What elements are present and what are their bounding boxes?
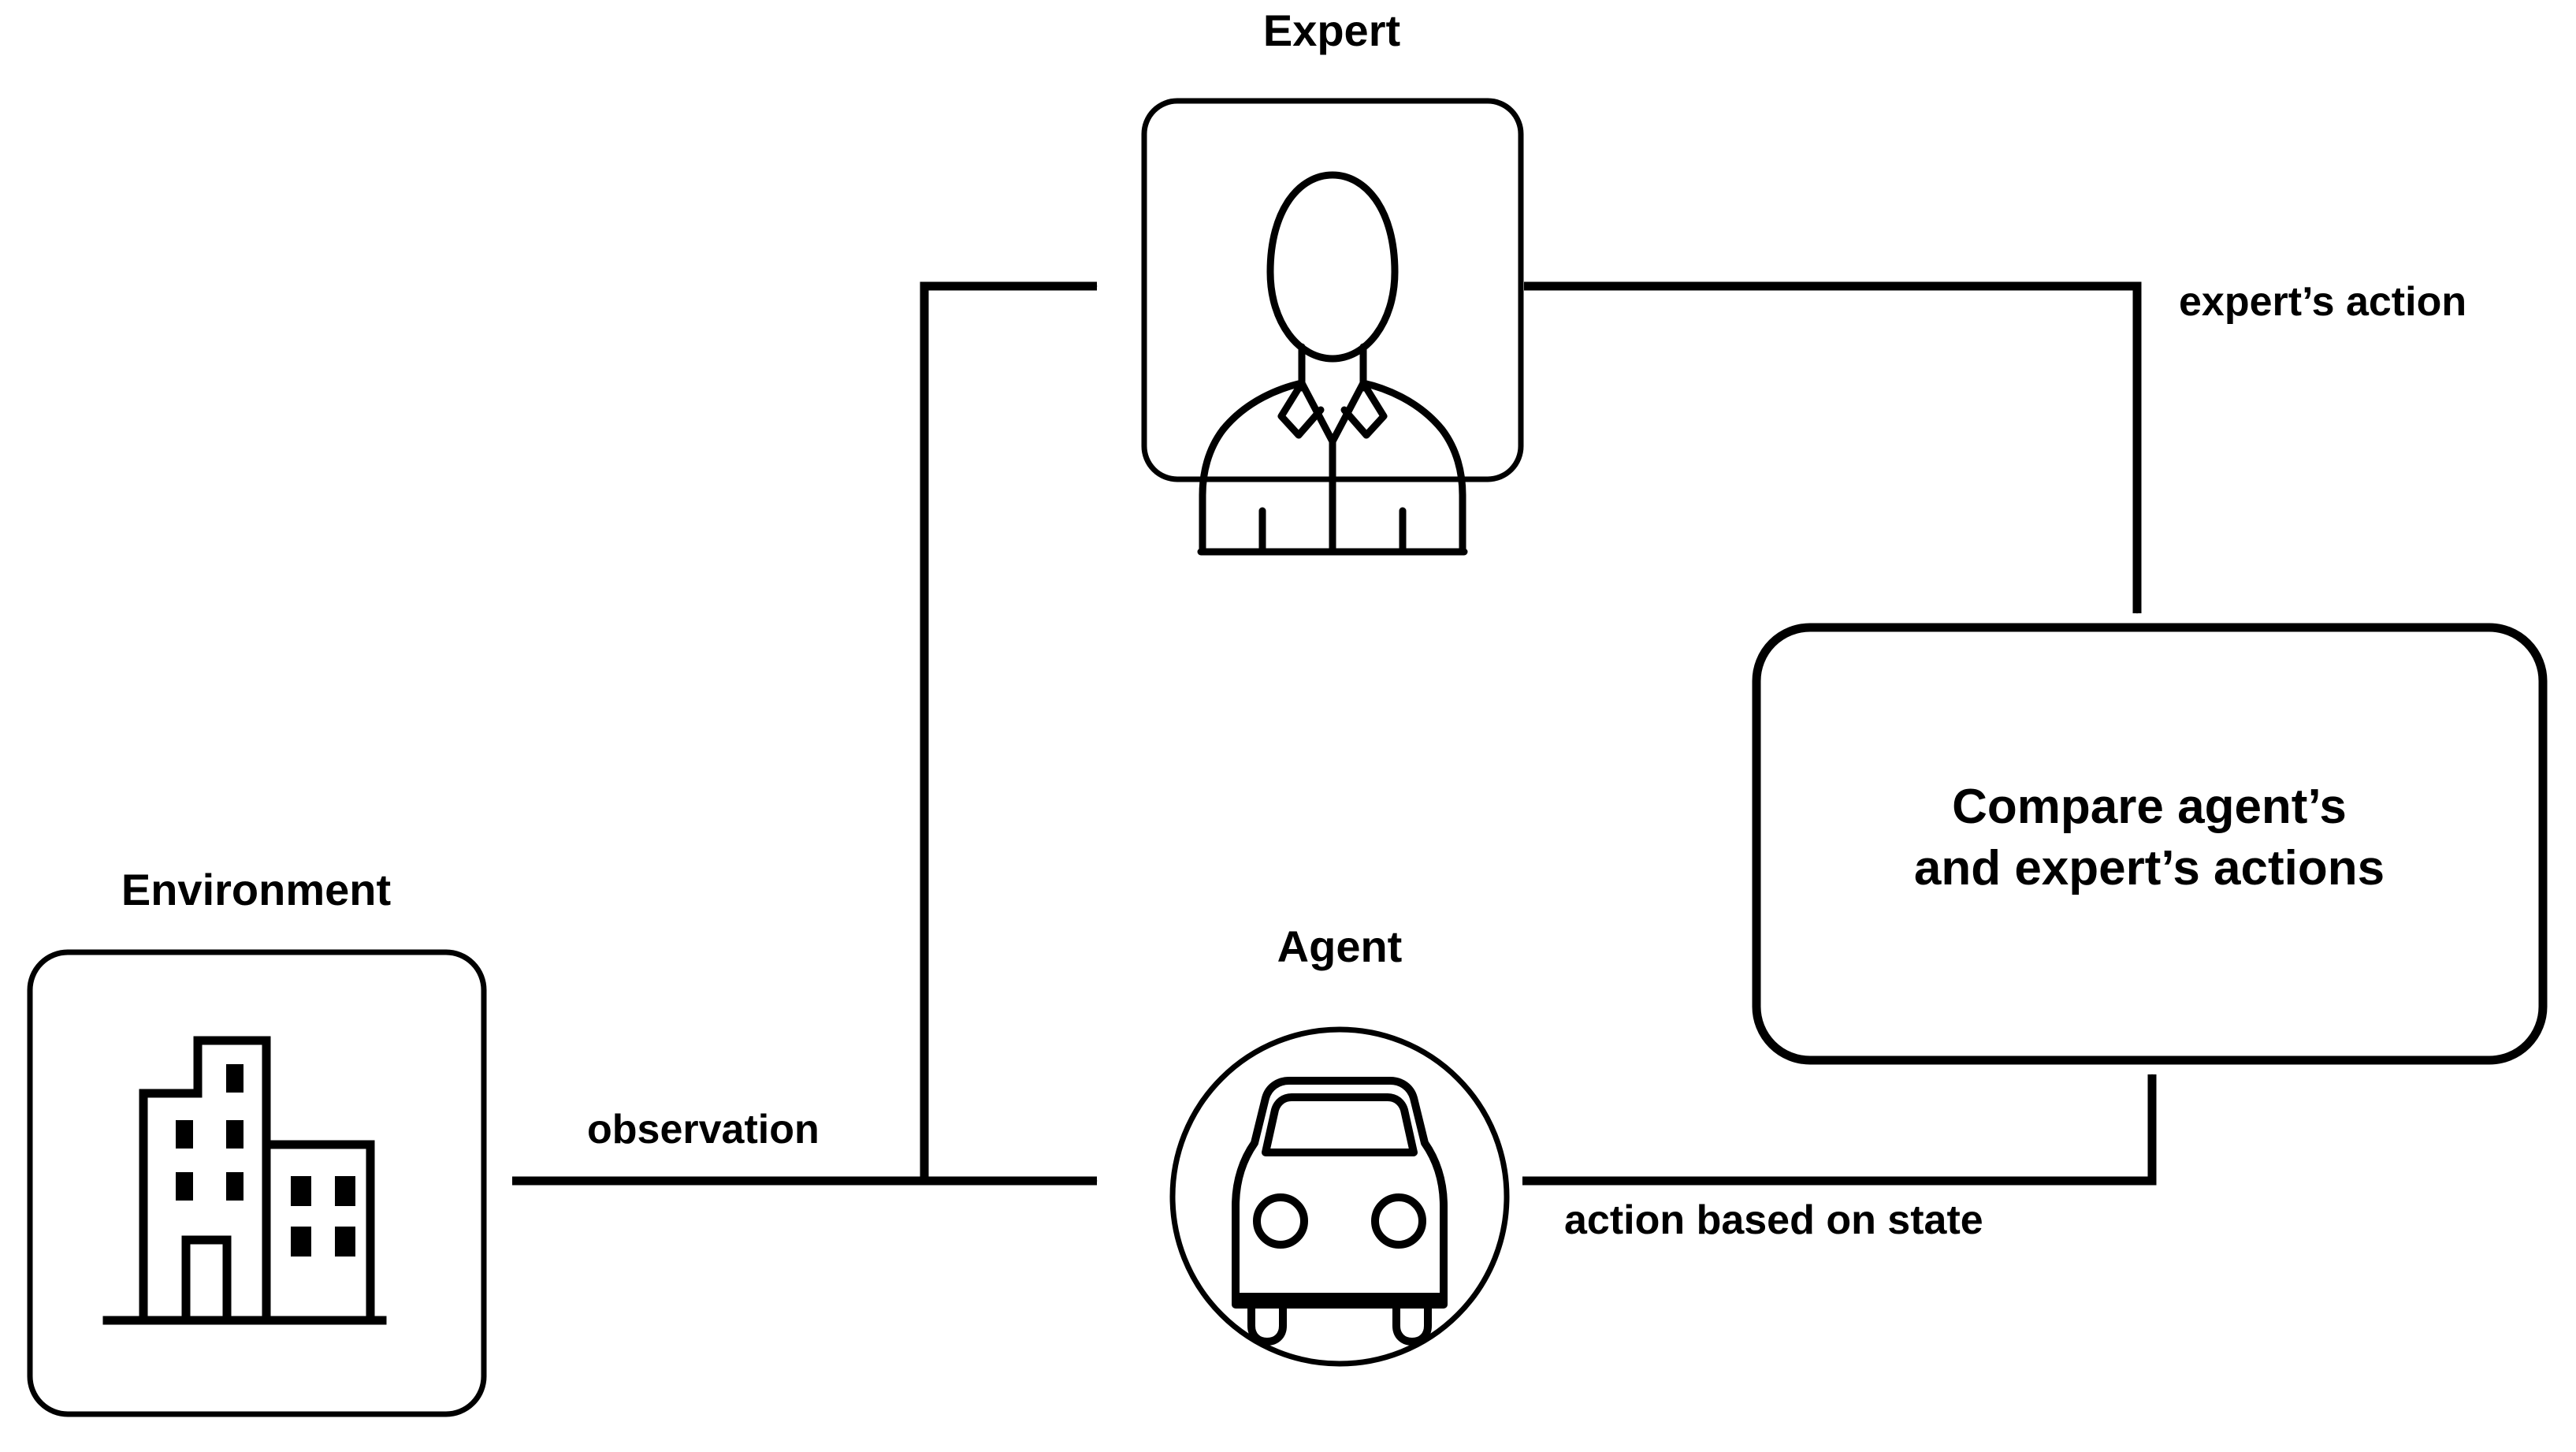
building-icon xyxy=(102,1036,387,1325)
edge-label-expert-action: expert’s action xyxy=(2179,279,2467,325)
edge-label-agent-action: action based on state xyxy=(1564,1197,1983,1243)
agent-node-label: Agent xyxy=(1277,921,1403,971)
edge-expert-action xyxy=(1524,281,2142,614)
person-icon xyxy=(1197,171,1468,556)
building-windows xyxy=(176,1064,355,1257)
expert-node-label: Expert xyxy=(1262,6,1401,55)
compare-box[interactable] xyxy=(1752,623,2548,1065)
compare-node[interactable] xyxy=(1752,623,2548,1065)
expert-node[interactable] xyxy=(1141,98,1524,556)
edge-observation-to-expert xyxy=(920,281,1098,1181)
environment-box[interactable] xyxy=(27,949,487,1417)
agent-node[interactable] xyxy=(1169,1026,1510,1367)
expert-box[interactable] xyxy=(1141,98,1524,482)
compare-box-line-1: Compare agent’s xyxy=(1952,780,2347,834)
compare-box-text: Compare agent’s and expert’s actions xyxy=(1769,776,2530,899)
edge-label-observation: observation xyxy=(587,1107,820,1152)
agent-circle[interactable] xyxy=(1169,1026,1510,1367)
environment-node[interactable] xyxy=(27,949,487,1417)
environment-node-label: Environment xyxy=(121,865,392,914)
compare-box-line-2: and expert’s actions xyxy=(1913,840,2385,895)
car-icon xyxy=(1232,1077,1448,1346)
edge-agent-action xyxy=(1522,1074,2157,1186)
